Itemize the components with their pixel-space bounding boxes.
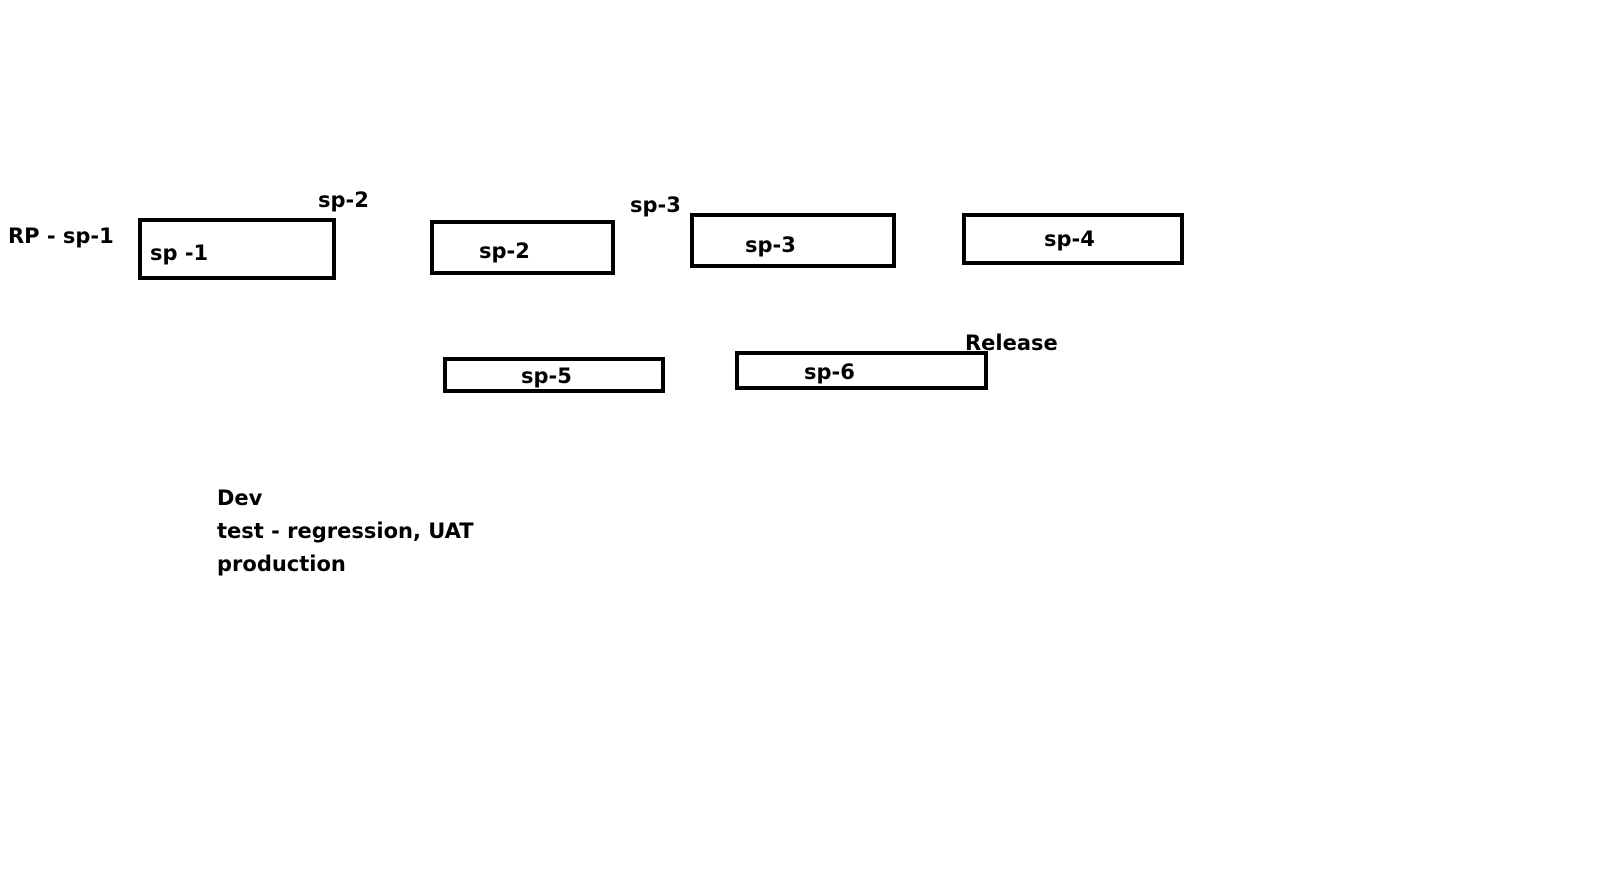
sprint-box-sp3: sp-3: [690, 213, 896, 268]
environment-notes: Dev test - regression, UAT production: [217, 482, 474, 581]
sprint-box-sp5-label: sp-5: [521, 364, 572, 388]
sprint-box-sp1-label: sp -1: [150, 241, 209, 265]
sprint-box-sp4-label: sp-4: [1044, 227, 1095, 251]
sprint-box-sp3-label: sp-3: [745, 233, 796, 257]
notes-line-test: test - regression, UAT: [217, 519, 474, 543]
sprint-box-sp6-label: sp-6: [804, 360, 855, 384]
release-label: Release: [965, 331, 1058, 355]
sprint-box-sp5: sp-5: [443, 357, 665, 393]
rp-sp1-label: RP - sp-1: [8, 224, 114, 248]
sp3-above-label: sp-3: [630, 193, 681, 217]
sprint-box-sp2-label: sp-2: [479, 239, 530, 263]
notes-line-dev: Dev: [217, 486, 263, 510]
sprint-box-sp6: sp-6: [735, 351, 988, 390]
sprint-box-sp4: sp-4: [962, 213, 1184, 265]
sprint-box-sp2: sp-2: [430, 220, 615, 275]
sp2-above-label: sp-2: [318, 188, 369, 212]
sprint-box-sp1: sp -1: [138, 218, 336, 280]
notes-line-production: production: [217, 552, 346, 576]
